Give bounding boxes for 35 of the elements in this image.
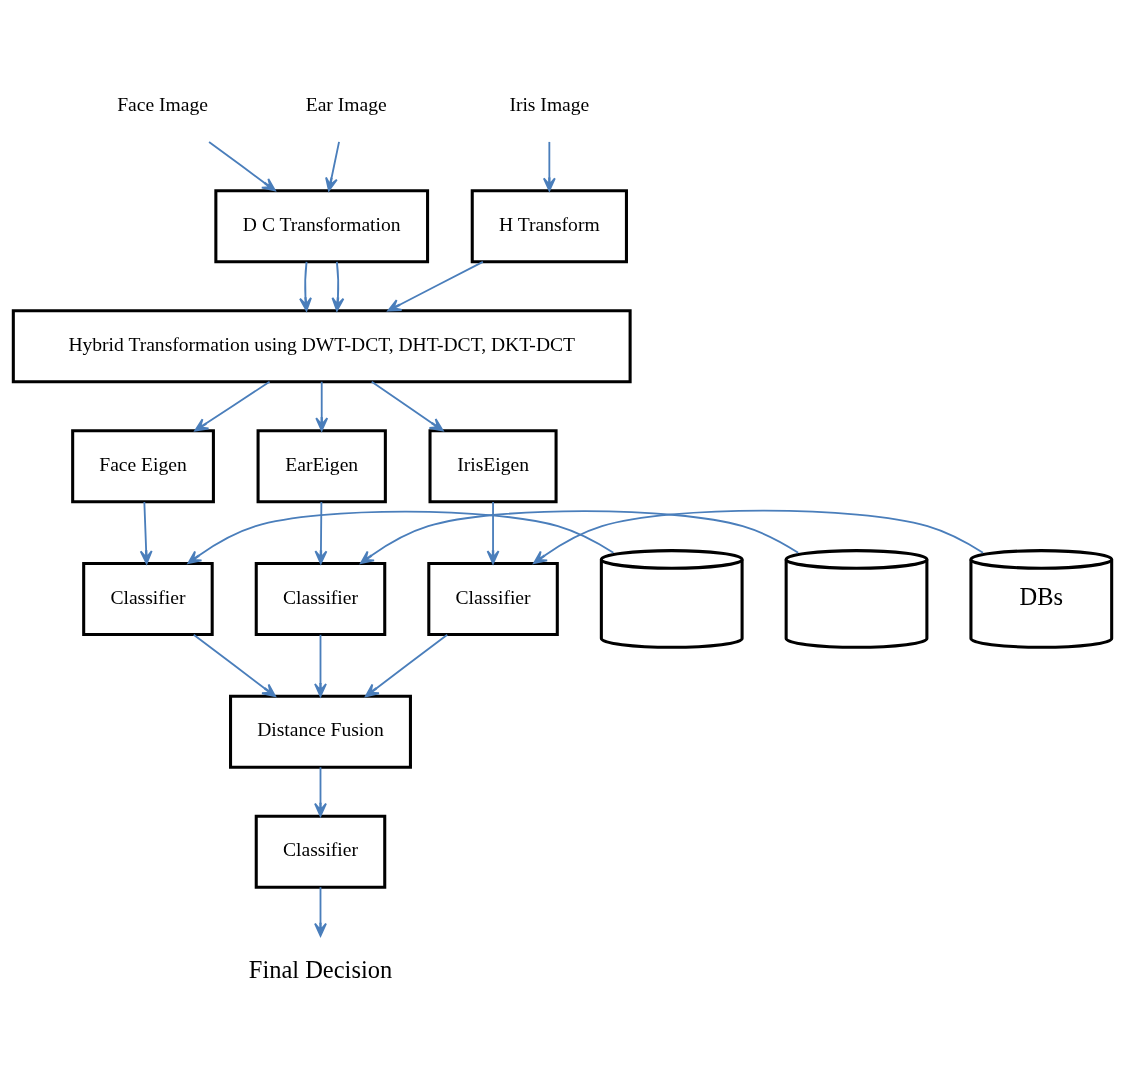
node-box: Classifier [254,814,387,889]
arrow [314,766,327,817]
node-box: Classifier [254,561,387,636]
node-box: H Transform [470,189,628,264]
arrow [533,509,984,565]
arrow [194,380,271,432]
arrow [331,260,345,312]
arrow [387,260,484,312]
arrow [325,141,340,192]
node-text: Final Decision [248,955,393,983]
arrow [192,633,276,698]
arrow [314,633,327,698]
arrow [370,380,444,432]
node-box: Face Eigen [71,429,215,504]
node-text: Ear Image [305,94,387,116]
arrow [360,510,800,565]
node-box: Classifier [82,561,214,636]
arrow [486,501,500,565]
node-box: Distance Fusion [229,694,412,769]
node-box: Hybrid Transformation using DWT-DCT, DHT-DCT, DKT-DCT [11,309,632,384]
node-text: Face Image [117,94,209,116]
arrow [139,501,153,565]
node-text: Iris Image [509,94,590,116]
arrow [315,380,329,432]
arrow [187,510,615,565]
arrow [364,633,449,698]
node-box: D C Transformation [214,189,430,264]
arrow [314,886,327,937]
arrow [314,501,328,565]
node-box: IrisEigen [428,429,558,504]
node-box: Classifier [427,561,559,636]
node-box: EarEigen [256,429,387,504]
arrow [208,141,276,192]
arrow [299,260,312,312]
arrow [542,141,556,192]
